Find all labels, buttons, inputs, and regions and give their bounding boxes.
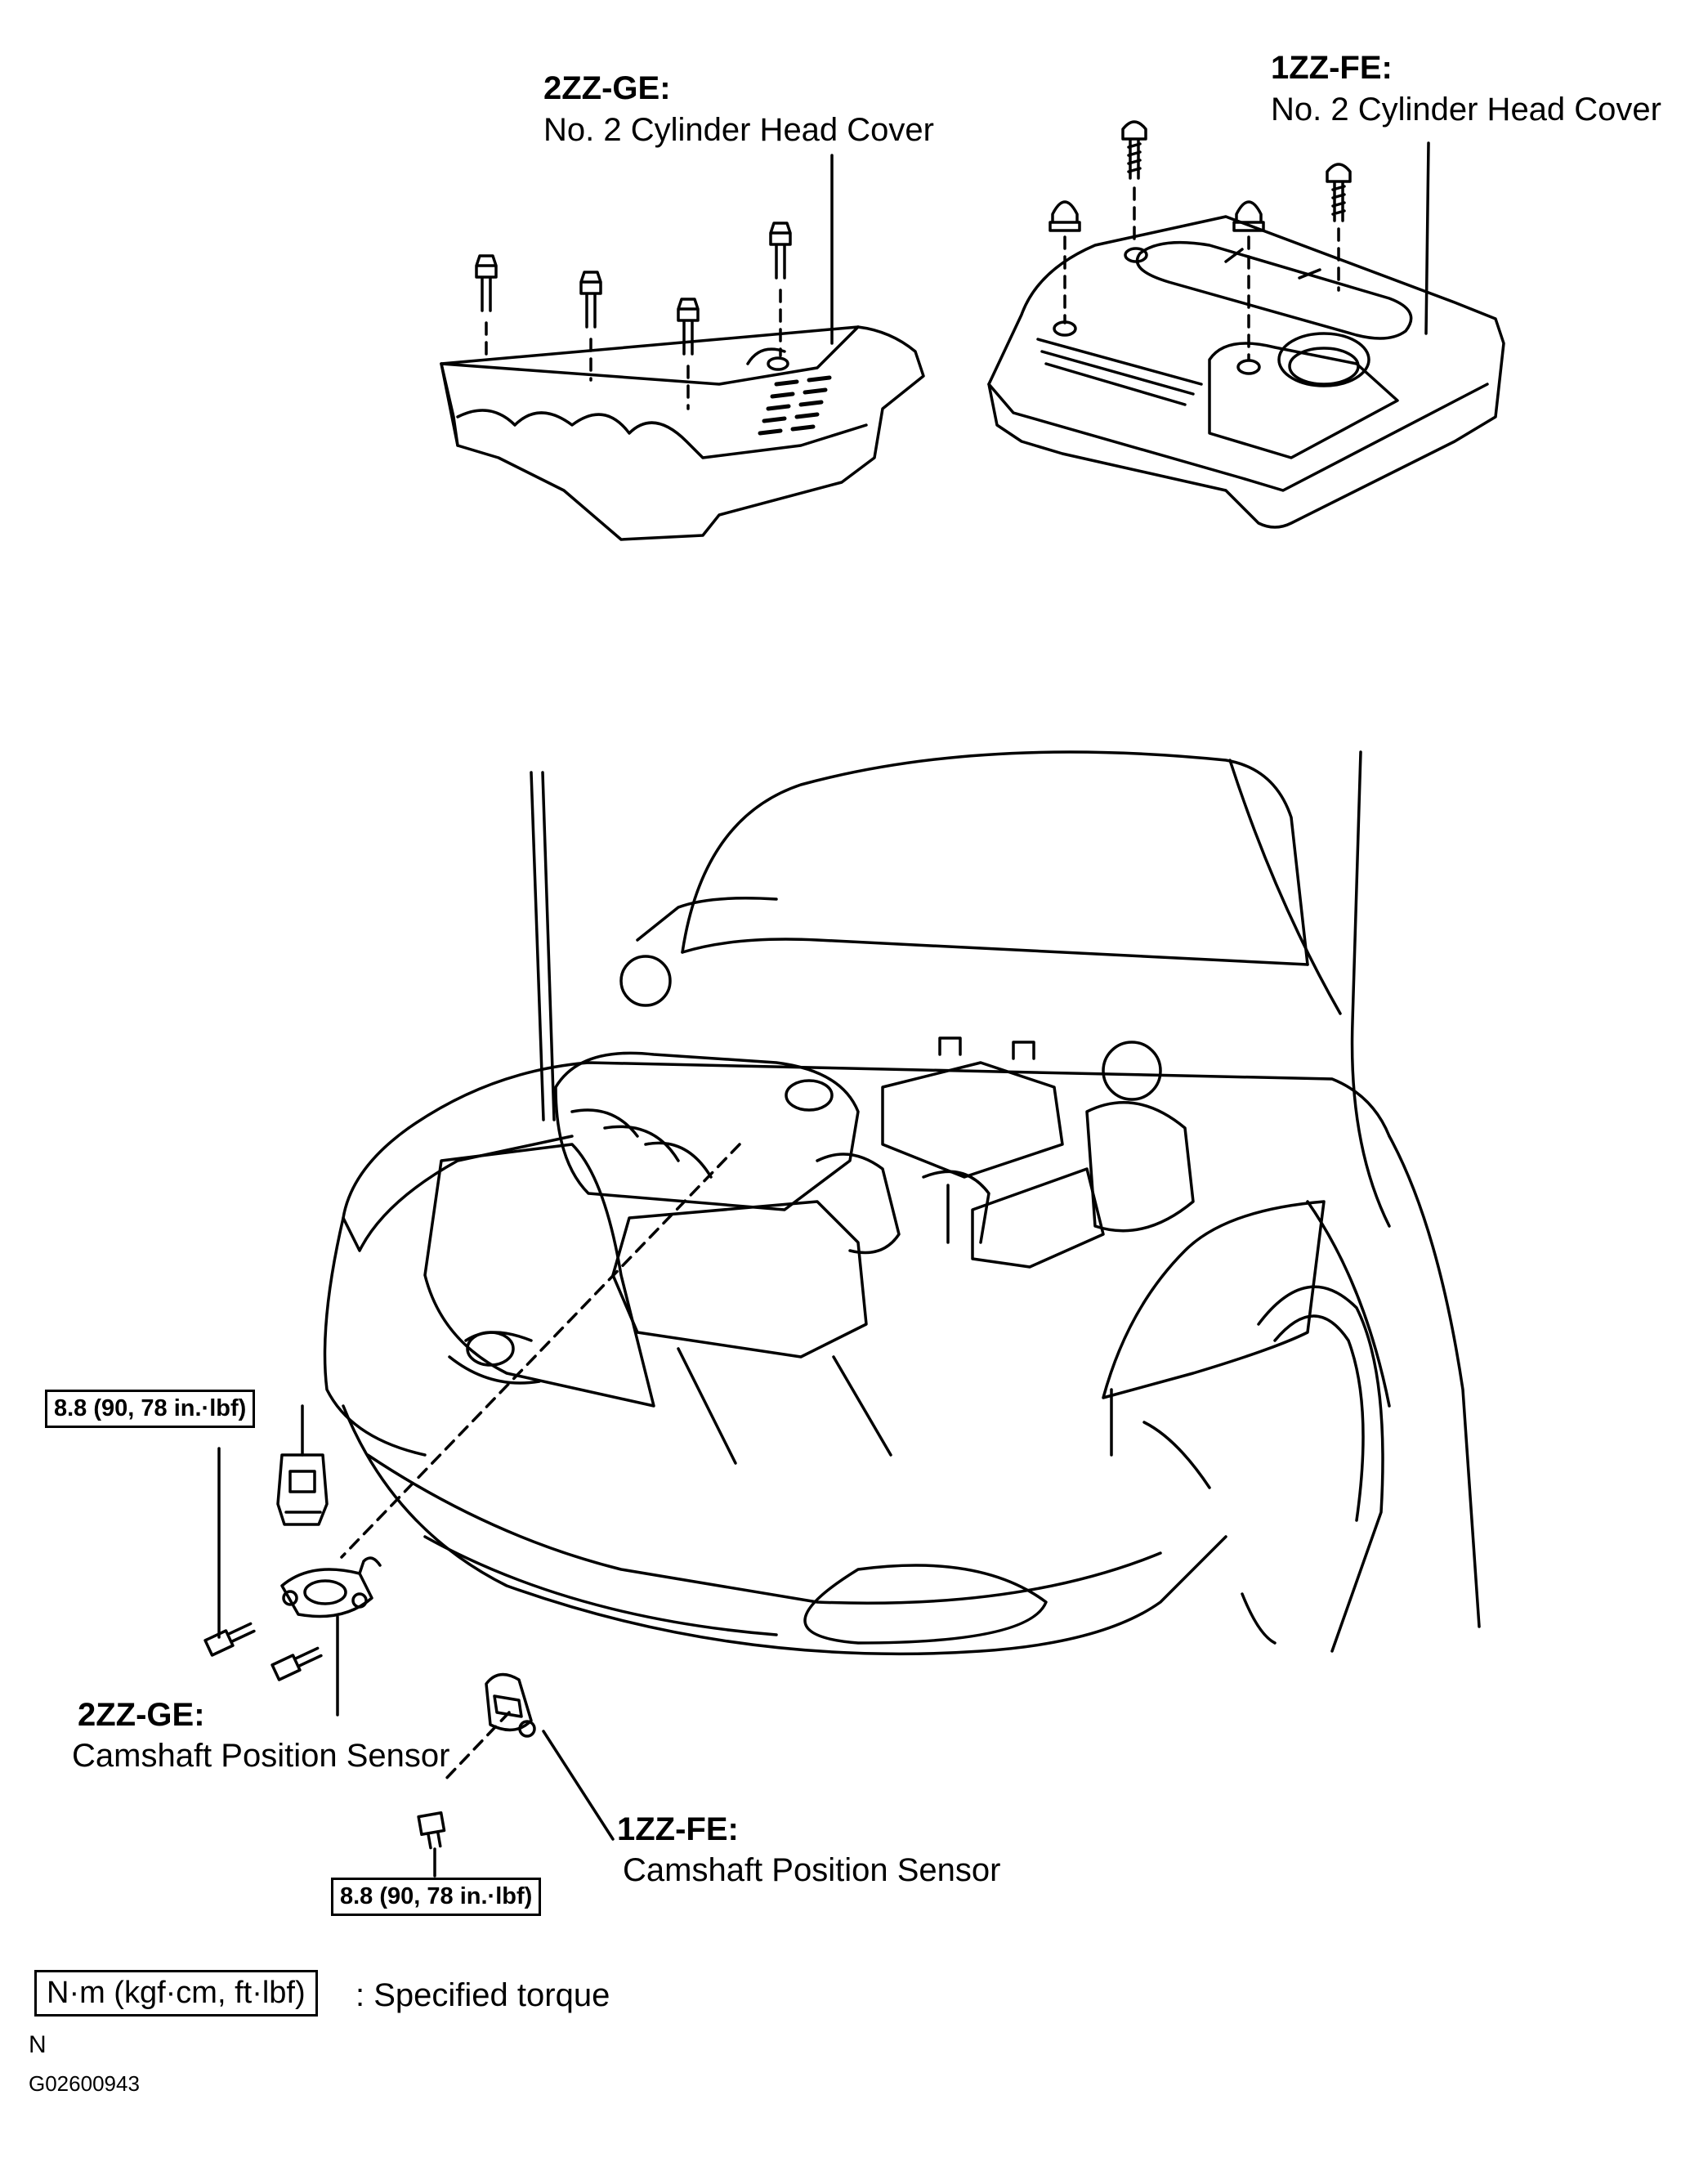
legend-description: : Specified torque	[355, 1977, 610, 2013]
vehicle-illustration	[323, 750, 1481, 1656]
bolts-1zz-cover	[1048, 120, 1430, 361]
figure-code: G02600943	[29, 2071, 140, 2096]
label-2zz-ge-sensor-engine: 2ZZ-GE:	[78, 1697, 205, 1733]
label-2zz-ge-cover-engine: 2ZZ-GE:	[543, 70, 671, 106]
label-2zz-ge-cover-part: No. 2 Cylinder Head Cover	[543, 112, 934, 148]
cover-2zz-vents	[758, 375, 832, 436]
footer-mark: N	[29, 2031, 47, 2058]
label-1zz-fe-cover-engine: 1ZZ-FE:	[1271, 50, 1393, 86]
torque-box-2zz-ge: 8.8 (90, 78 in.·lbf)	[45, 1390, 256, 1428]
sensor-2zz-ge-assembly	[203, 1404, 382, 1717]
sensor-1zz-fe-assembly	[417, 1672, 615, 1878]
install-guide-line	[340, 1143, 741, 1784]
torque-box-1zz-fe: 8.8 (90, 78 in.·lbf)	[331, 1878, 542, 1916]
label-2zz-ge-sensor-part: Camshaft Position Sensor	[72, 1738, 450, 1774]
label-1zz-fe-sensor-part: Camshaft Position Sensor	[623, 1852, 1001, 1888]
legend-unit-box: N·m (kgf·cm, ft·lbf)	[34, 1970, 318, 2017]
cover-2zz-ge	[440, 325, 925, 541]
label-1zz-fe-sensor-engine: 1ZZ-FE:	[617, 1811, 739, 1847]
label-1zz-fe-cover-part: No. 2 Cylinder Head Cover	[1271, 92, 1661, 128]
bolts-2zz-cover	[475, 154, 834, 410]
